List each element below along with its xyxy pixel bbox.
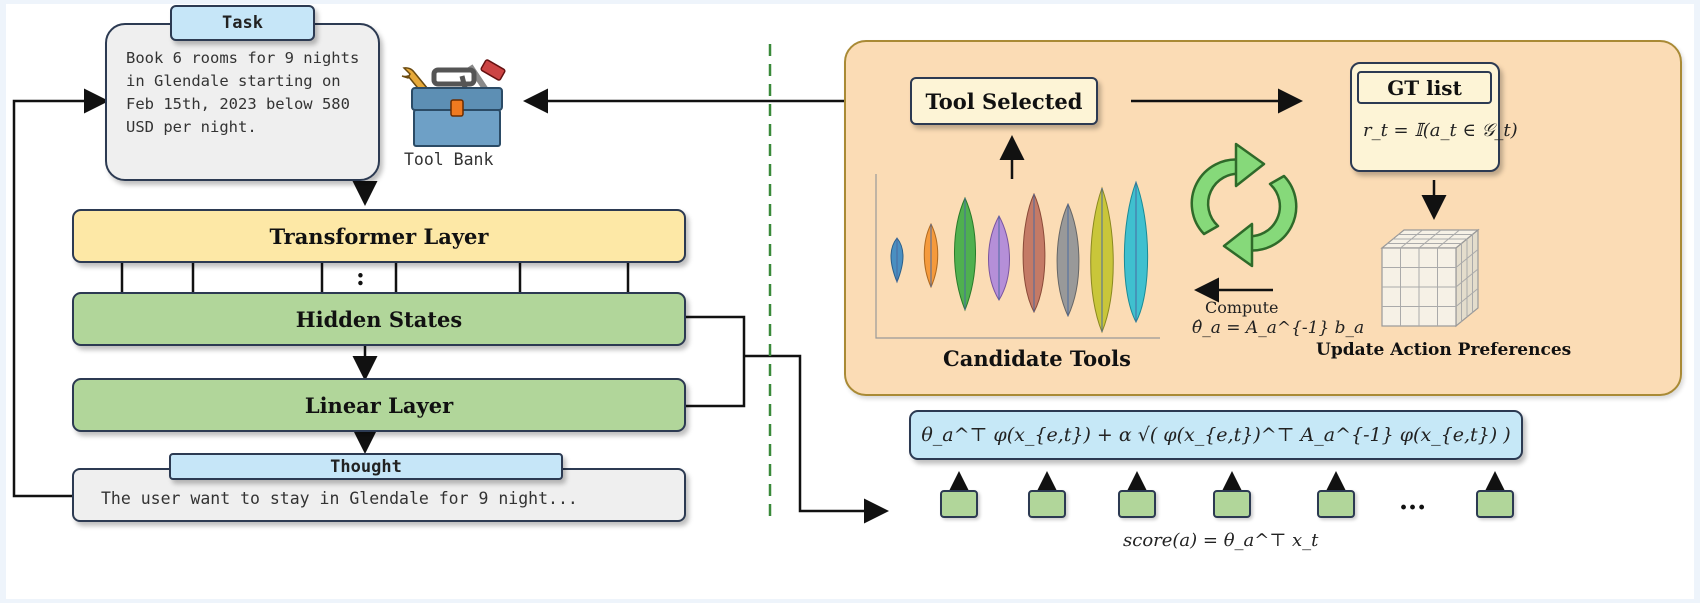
layer-connectors	[120, 262, 630, 295]
thought-title: Thought	[330, 456, 402, 477]
feature-bracket	[684, 315, 746, 408]
task-header: Task	[170, 5, 315, 41]
tool-selected-box: Tool Selected	[910, 77, 1098, 125]
tool-selected-label: Tool Selected	[925, 88, 1083, 114]
hidden-states-label: Hidden States	[295, 306, 463, 332]
linear-layer: Linear Layer	[72, 378, 686, 432]
arms-ellipsis: ...	[1399, 486, 1427, 516]
hidden-states: Hidden States	[72, 292, 686, 346]
diagram-canvas: Book 6 rooms for 9 nights in Glendale st…	[6, 4, 1694, 599]
compute-label: Compute	[1205, 298, 1279, 317]
candidate-tools-label: Candidate Tools	[943, 346, 1131, 371]
feedback-loop-arrow	[12, 88, 109, 498]
task-body: Book 6 rooms for 9 nights in Glendale st…	[105, 23, 380, 181]
panel-arrows	[946, 88, 1508, 496]
gt-formula: r_t = 𝕀(a_t ∈ 𝒢_t)	[1363, 120, 1518, 141]
recycle-arrows-icon	[1184, 142, 1304, 268]
task-title: Task	[222, 13, 263, 33]
arm-box	[1213, 490, 1251, 518]
update-action-preferences-label: Update Action Preferences	[1316, 340, 1572, 360]
thought-text: The user want to stay in Glendale for 9 …	[101, 488, 578, 508]
thought-header: Thought	[169, 453, 563, 480]
gt-list-header: GT list	[1357, 71, 1492, 104]
arm-box	[940, 490, 978, 518]
ucb-formula-box: θ_a^⊤ φ(x_{e,t}) + α √( φ(x_{e,t})^⊤ A_a…	[909, 410, 1523, 460]
tool-bank-label: Tool Bank	[404, 150, 494, 169]
connector-lines	[12, 44, 889, 524]
linear-layer-label: Linear Layer	[304, 392, 454, 418]
arm-box	[1118, 490, 1156, 518]
transformer-layer-label: Transformer Layer	[269, 223, 489, 249]
cube-grid-icon	[1376, 226, 1486, 330]
arm-box	[1476, 490, 1514, 518]
compute-formula: θ̂_a = A_a^{-1} b_a	[1192, 318, 1365, 338]
transformer-layer: Transformer Layer	[72, 209, 686, 263]
ucb-formula: θ_a^⊤ φ(x_{e,t}) + α √( φ(x_{e,t})^⊤ A_a…	[921, 424, 1511, 446]
gt-list-label: GT list	[1387, 75, 1462, 100]
arm-box	[1028, 490, 1066, 518]
toolbox-icon	[400, 58, 512, 150]
features-to-arms-arrow	[744, 354, 889, 524]
arm-box	[1317, 490, 1355, 518]
score-formula: score(a) = θ_a^⊤ x_t	[1123, 530, 1319, 551]
arm-up-arrows	[946, 471, 1508, 496]
layer-ellipsis: :	[356, 262, 365, 291]
violin-plot-chart	[872, 172, 1162, 342]
task-text: Book 6 rooms for 9 nights in Glendale st…	[126, 49, 360, 136]
